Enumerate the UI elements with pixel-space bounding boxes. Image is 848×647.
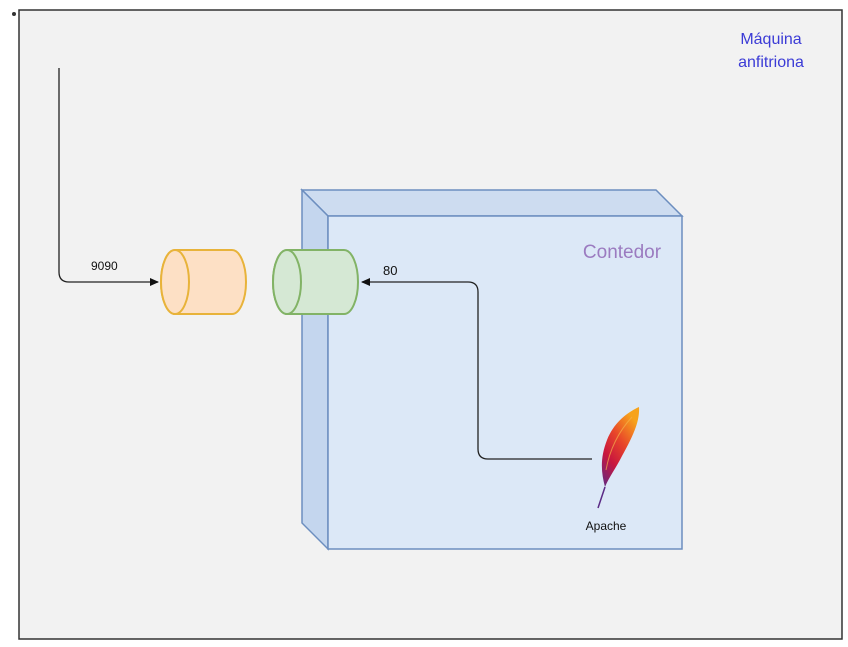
container-top-face bbox=[300, 189, 684, 217]
container-label: Contedor bbox=[583, 242, 662, 263]
host-port-cylinder bbox=[160, 249, 247, 315]
external-connection-arrow bbox=[58, 68, 159, 286]
host-label-line2: anfitriona bbox=[738, 54, 804, 71]
host-port-label: 9090 bbox=[91, 259, 118, 273]
container-box bbox=[300, 188, 684, 551]
container-front-face bbox=[327, 215, 683, 550]
container-port-cylinder bbox=[272, 249, 359, 315]
apache-label: Apache bbox=[586, 519, 627, 533]
host-label-line1: Máquina bbox=[740, 31, 801, 48]
apache-to-port-arrow bbox=[361, 278, 592, 460]
container-side-face bbox=[301, 188, 329, 551]
container-port-label: 80 bbox=[383, 263, 397, 278]
corner-dot bbox=[12, 12, 16, 16]
apache-feather-icon bbox=[597, 407, 640, 509]
